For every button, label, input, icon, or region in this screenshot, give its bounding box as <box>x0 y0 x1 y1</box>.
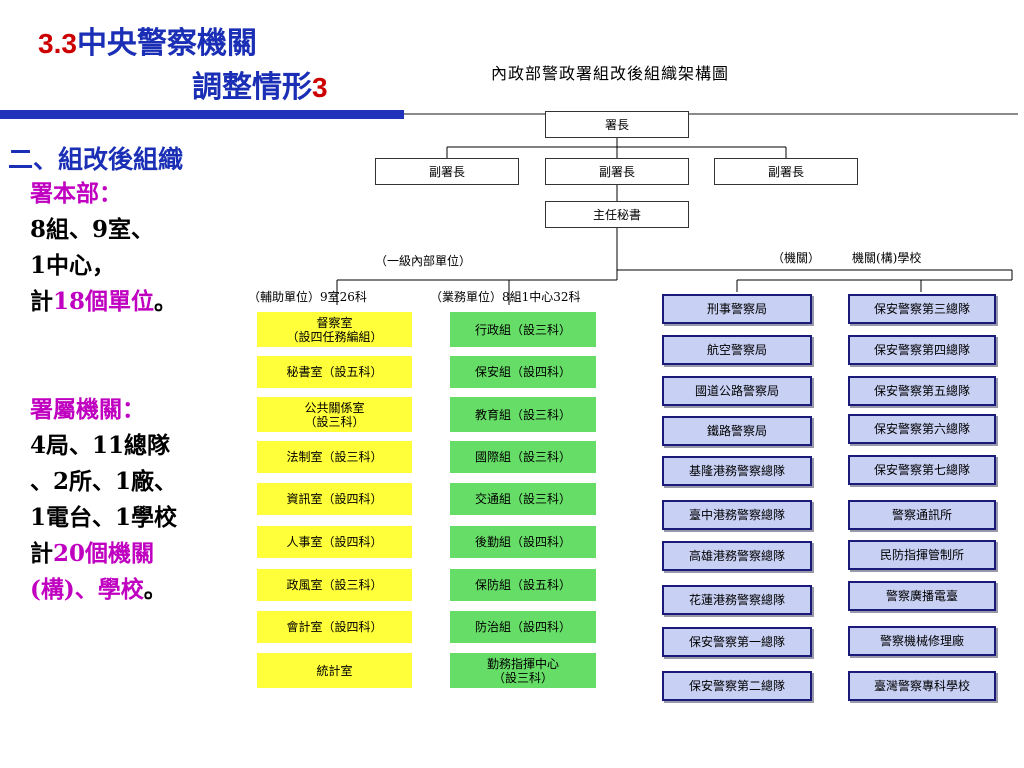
support-unit-box: 資訊室（設四科） <box>257 483 412 515</box>
director-box: 署長 <box>545 111 689 138</box>
org-chart-title: 內政部警政署組改後組織架構圖 <box>490 64 729 83</box>
label-business-units: （業務單位）8組1中心32科 <box>430 290 581 304</box>
hq-total-suffix: 。 <box>154 288 178 315</box>
label-agencies-a: （機關） <box>772 251 821 265</box>
agency-box: 保安警察第五總隊 <box>848 376 996 406</box>
agencies-total-suffix: 。 <box>143 576 167 603</box>
business-unit-box: 教育組（設三科） <box>450 397 596 432</box>
hq-line-1: 8組、9室、 <box>30 216 155 243</box>
agencies-total: 計20個機關 <box>30 536 177 572</box>
agency-box: 花蓮港務警察總隊 <box>662 585 812 615</box>
hq-line-2: 1中心， <box>30 252 116 279</box>
title-divider-rule <box>404 113 1018 115</box>
agencies-line-1: 4局、11總隊 <box>30 432 171 459</box>
support-unit-box: 秘書室（設五科） <box>257 356 412 388</box>
agency-box: 國道公路警察局 <box>662 376 812 406</box>
business-unit-box: 國際組（設三科） <box>450 441 596 473</box>
agency-box: 保安警察第七總隊 <box>848 455 996 485</box>
title-accent-bar <box>0 110 404 119</box>
label-agencies-b: 機關(構)學校 <box>852 251 922 265</box>
chief-secretary-box: 主任秘書 <box>545 201 689 228</box>
agencies-line-2: 、2所、1廠、 <box>30 468 178 495</box>
agencies-line-3: 1電台、1學校 <box>30 504 178 531</box>
agency-box: 保安警察第六總隊 <box>848 414 996 444</box>
agency-box: 保安警察第一總隊 <box>662 627 812 657</box>
label-internal-units: （一級內部單位） <box>375 254 472 268</box>
business-unit-box: 防治組（設四科） <box>450 611 596 643</box>
business-unit-box: 交通組（設三科） <box>450 483 596 515</box>
slide-title-line1: 3.3中央警察機關 <box>38 18 257 62</box>
slide-title-line2: 調整情形3 <box>192 62 328 106</box>
section-heading: 二、組改後組織 <box>8 145 184 174</box>
agencies-total-line2-text: (構)、學校 <box>30 576 144 603</box>
deputy-director-box-1: 副署長 <box>375 158 519 185</box>
support-unit-box: 統計室 <box>257 653 412 688</box>
agency-box: 警察機械修理廠 <box>848 626 996 656</box>
business-unit-box: 保安組（設四科） <box>450 356 596 388</box>
deputy-director-box-3: 副署長 <box>714 158 858 185</box>
agencies-summary: 署屬機關： 4局、11總隊 、2所、1廠、 1電台、1學校 計20個機關 (構)… <box>30 392 177 608</box>
support-unit-box: 法制室（設三科） <box>257 441 412 473</box>
agencies-total-line-2: (構)、學校。 <box>30 572 177 608</box>
agencies-total-value: 20個機關 <box>53 540 155 567</box>
business-unit-box: 勤務指揮中心 （設三科） <box>450 653 596 688</box>
slide-title-text: 中央警察機關 <box>76 26 257 61</box>
agency-box: 航空警察局 <box>662 335 812 365</box>
agency-box: 保安警察第四總隊 <box>848 335 996 365</box>
agency-box: 保安警察第二總隊 <box>662 671 812 701</box>
agency-box: 民防指揮管制所 <box>848 540 996 570</box>
agencies-label: 署屬機關： <box>30 396 145 423</box>
agency-box: 基隆港務警察總隊 <box>662 456 812 486</box>
agency-box: 鐵路警察局 <box>662 416 812 446</box>
hq-summary: 署本部： 8組、9室、 1中心， 計18個單位。 <box>30 176 177 320</box>
support-unit-box: 公共關係室 （設三科） <box>257 397 412 432</box>
agency-box: 臺灣警察專科學校 <box>848 671 996 701</box>
business-unit-box: 行政組（設三科） <box>450 312 596 347</box>
business-unit-box: 保防組（設五科） <box>450 569 596 601</box>
agency-box: 警察廣播電臺 <box>848 581 996 611</box>
hq-total: 計18個單位。 <box>30 284 177 320</box>
hq-label: 署本部： <box>30 180 122 207</box>
support-unit-box: 會計室（設四科） <box>257 611 412 643</box>
deputy-director-box-2: 副署長 <box>545 158 689 185</box>
label-support-units: （輔助單位）9室26科 <box>248 290 367 304</box>
business-unit-box: 後勤組（設四科） <box>450 526 596 558</box>
slide-subtitle-text: 調整情形 <box>192 70 312 105</box>
slide-subtitle-number: 3 <box>312 72 328 103</box>
hq-total-prefix: 計 <box>30 288 53 315</box>
hq-total-value: 18個單位 <box>53 288 155 315</box>
agency-box: 刑事警察局 <box>662 294 812 324</box>
agencies-total-prefix: 計 <box>30 540 53 567</box>
slide-title-number: 3.3 <box>38 28 77 59</box>
support-unit-box: 督察室 （設四任務編組） <box>257 312 412 347</box>
support-unit-box: 人事室（設四科） <box>257 526 412 558</box>
support-unit-box: 政風室（設三科） <box>257 569 412 601</box>
agency-box: 臺中港務警察總隊 <box>662 500 812 530</box>
agency-box: 警察通訊所 <box>848 500 996 530</box>
agency-box: 保安警察第三總隊 <box>848 294 996 324</box>
agency-box: 高雄港務警察總隊 <box>662 541 812 571</box>
